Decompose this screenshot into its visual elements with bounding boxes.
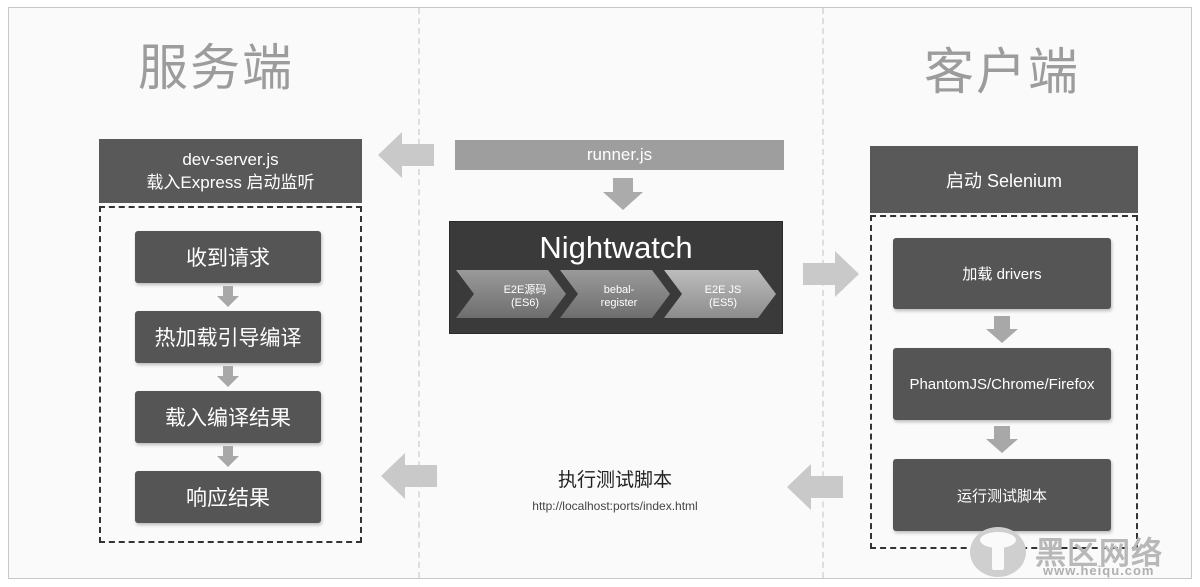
stage-chevron: [456, 270, 566, 318]
stage-label-line: E2E JS: [704, 284, 742, 296]
server-steps-group: [99, 206, 362, 543]
column-divider-left: [418, 8, 420, 578]
stage-chevron: [664, 270, 776, 318]
client-title: 客户端: [924, 43, 1080, 101]
nightwatch-box: Nightwatch E2E源码 (ES6) bebal- register E…: [449, 221, 783, 334]
down-arrow-icon: [217, 446, 239, 467]
stage-label-line: bebal-: [603, 284, 635, 296]
column-divider-right: [822, 8, 824, 578]
left-arrow-icon: [381, 453, 437, 499]
stage-label-line: (ES6): [510, 297, 540, 309]
server-step: 热加载引导编译: [135, 311, 321, 363]
runner-box: runner.js: [455, 140, 784, 170]
execute-title: 执行测试脚本: [557, 470, 672, 491]
left-arrow-icon: [378, 132, 434, 178]
down-arrow-icon: [603, 178, 643, 210]
server-title: 服务端: [138, 39, 294, 97]
right-arrow-icon: [803, 251, 859, 297]
down-arrow-icon: [986, 316, 1018, 343]
client-step: 运行测试脚本: [893, 459, 1111, 531]
down-arrow-icon: [986, 426, 1018, 453]
client-step: 加载 drivers: [893, 238, 1111, 309]
server-step: 响应结果: [135, 471, 321, 523]
stage-label-line: E2E源码: [503, 284, 547, 296]
watermark-logo-icon: [970, 527, 1026, 577]
dev-server-label: dev-server.js: [182, 150, 279, 169]
watermark-text: 黑区网络: [1035, 536, 1163, 571]
stage-label-line: (ES5): [708, 297, 738, 309]
pipeline-chevrons: [456, 270, 776, 318]
down-arrow-icon: [217, 286, 239, 307]
server-step: 收到请求: [135, 231, 321, 283]
selenium-label: 启动 Selenium: [945, 170, 1063, 191]
nightwatch-title: Nightwatch: [539, 230, 693, 265]
stage-label-line: register: [600, 297, 638, 309]
left-arrow-icon: [787, 464, 843, 510]
server-step: 载入编译结果: [135, 391, 321, 443]
stage-label: E2E JS (ES5): [684, 284, 762, 310]
client-step: PhantomJS/Chrome/Firefox: [893, 348, 1111, 420]
execute-url: http://localhost:ports/index.html: [532, 499, 698, 513]
selenium-box: 启动 Selenium: [870, 146, 1138, 213]
dev-server-box: dev-server.js 载入Express 启动监听: [99, 139, 362, 203]
watermark-url: www.heiqu.com: [1043, 563, 1155, 578]
stage-chevron: [560, 270, 670, 318]
dev-server-sublabel: 载入Express 启动监听: [146, 173, 315, 192]
stage-label: E2E源码 (ES6): [486, 284, 564, 310]
down-arrow-icon: [217, 366, 239, 387]
stage-label: bebal- register: [580, 284, 658, 310]
